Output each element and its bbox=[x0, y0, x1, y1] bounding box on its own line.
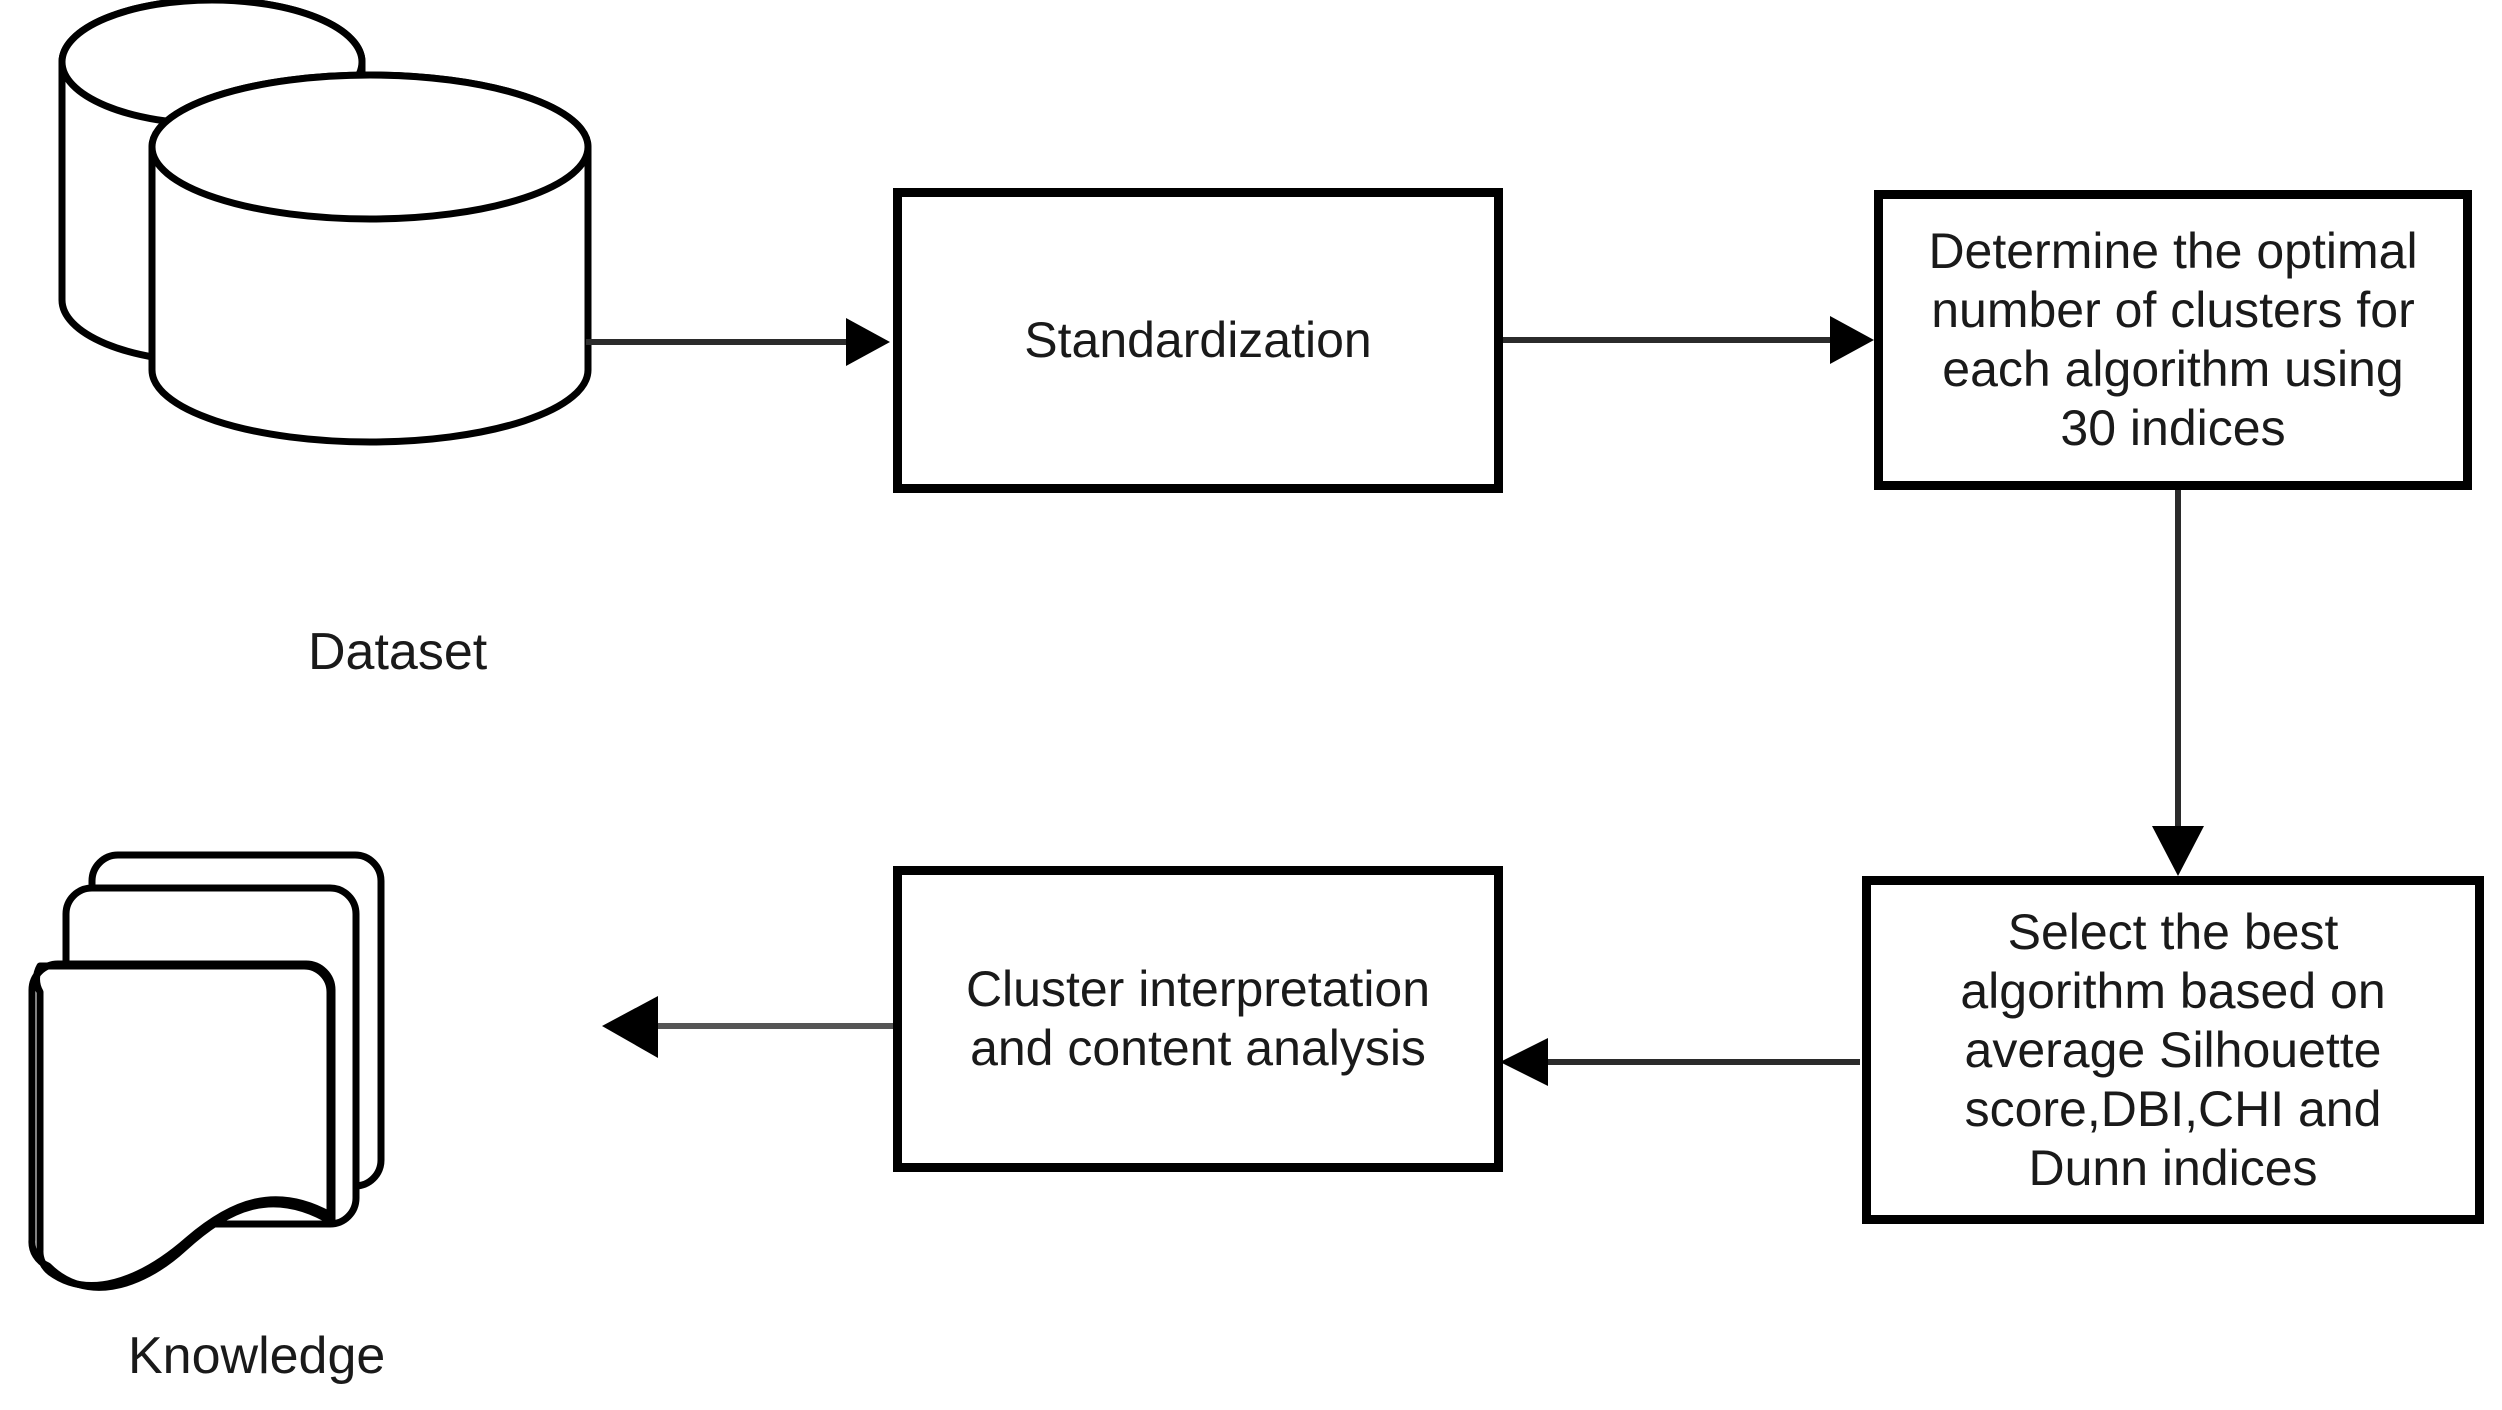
knowledge-document-stack-icon bbox=[28, 851, 385, 1291]
node-cluster-interpretation[interactable]: Cluster interpretation and content analy… bbox=[893, 866, 1503, 1172]
knowledge-caption: Knowledge bbox=[128, 1327, 386, 1385]
edge-select-to-interpretation bbox=[1500, 1038, 1860, 1086]
node-standardization-label: Standardization bbox=[1024, 312, 1372, 368]
edge-determine-to-select bbox=[2152, 488, 2204, 876]
knowledge-sheet-front-outline bbox=[28, 960, 336, 1291]
node-determine-clusters-label: Determine the optimal number of clusters… bbox=[1928, 223, 2418, 456]
node-cluster-interpretation-label: Cluster interpretation and content analy… bbox=[965, 961, 1431, 1076]
edge-standardization-to-determine bbox=[1502, 316, 1874, 364]
node-standardization[interactable]: Standardization bbox=[893, 188, 1503, 493]
edge-interpretation-to-knowledge bbox=[602, 996, 894, 1058]
dataset-caption: Dataset bbox=[308, 623, 488, 681]
dataset-cylinder-front-top bbox=[148, 71, 592, 223]
edge-dataset-to-standardization bbox=[586, 318, 890, 366]
node-determine-clusters[interactable]: Determine the optimal number of clusters… bbox=[1874, 190, 2472, 490]
node-select-algorithm-label: Select the best algorithm based on avera… bbox=[1960, 903, 2386, 1196]
dataset-cylinder-icon bbox=[58, 0, 592, 446]
node-select-algorithm[interactable]: Select the best algorithm based on avera… bbox=[1862, 876, 2484, 1224]
knowledge-sheet-front bbox=[33, 962, 334, 1289]
